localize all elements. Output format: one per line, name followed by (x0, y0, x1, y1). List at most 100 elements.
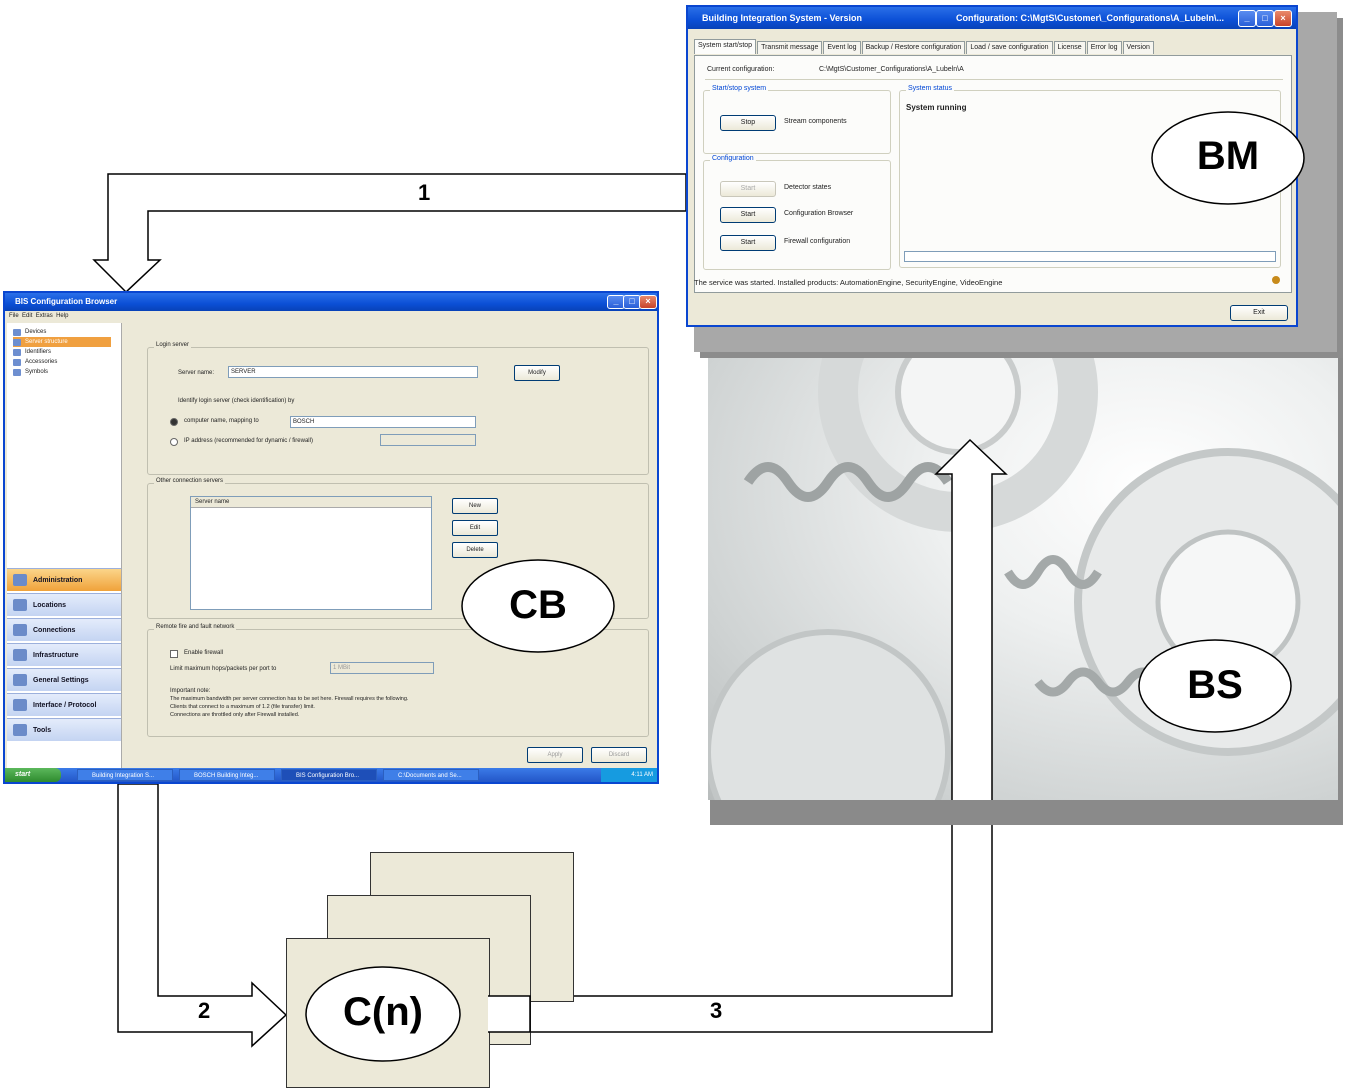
bs-cube-bottom (710, 800, 1343, 825)
nav-infrastructure[interactable]: Infrastructure (7, 643, 121, 666)
important-note-heading: Important note: (170, 688, 211, 694)
cb-left-panel: Devices Server structure Identifiers Acc… (7, 323, 122, 768)
discard-button[interactable]: Discard (591, 747, 647, 763)
exit-button[interactable]: Exit (1230, 305, 1288, 321)
start-detector-button[interactable]: Start (720, 181, 776, 197)
bm-title-right: Configuration: C:\MgtS\Customer\_Configu… (956, 13, 1224, 23)
tab-error-log[interactable]: Error log (1086, 41, 1122, 54)
firewall-desc: Firewall configuration (784, 238, 851, 245)
computer-name-input[interactable]: BOSCH (290, 416, 476, 428)
cb-menubar: File Edit Extras Help (5, 311, 657, 321)
tree-item-server-structure[interactable]: Server structure (13, 337, 111, 347)
note-line-1: The maximum bandwidth per server connect… (170, 696, 409, 702)
menu-edit[interactable]: Edit (22, 313, 33, 319)
nav-administration[interactable]: Administration (7, 568, 121, 591)
firewall-limit-label: Limit maximum hops/packets per port to (170, 666, 277, 672)
tab-license[interactable]: License (1053, 41, 1086, 54)
nav-locations[interactable]: Locations (7, 593, 121, 616)
tab-backup-restore[interactable]: Backup / Restore configuration (861, 41, 966, 54)
group-start-stop: Start/stop system Stop Stream components (703, 85, 891, 154)
start-button[interactable]: start (5, 768, 61, 782)
nav-general-settings[interactable]: General Settings (7, 668, 121, 691)
cb-close-icon[interactable]: × (639, 295, 657, 309)
step-2-label: 2 (198, 998, 211, 1023)
nav-interface-protocol[interactable]: Interface / Protocol (7, 693, 121, 716)
enable-firewall-checkbox[interactable] (170, 650, 178, 658)
tree-item-identifiers[interactable]: Identifiers (13, 347, 51, 357)
footer-status-text: The service was started. Installed produ… (694, 278, 1003, 287)
arrow-2-cb-to-cn (117, 783, 288, 1048)
detector-desc: Detector states (784, 184, 832, 191)
menu-help[interactable]: Help (56, 313, 69, 319)
bm-tabs: System start/stop Transmit message Event… (694, 39, 1155, 55)
group-firewall: Remote fire and fault network Enable fir… (147, 624, 649, 737)
start-config-browser-button[interactable]: Start (720, 207, 776, 223)
group-other-title: Other connection servers (154, 478, 226, 484)
cb-titlebar: BIS Configuration Browser _ □ × (5, 293, 657, 311)
bm-title-left: Building Integration System - Version (702, 13, 863, 23)
server-name-input[interactable]: SERVER (228, 366, 478, 378)
cb-window: BIS Configuration Browser _ □ × File Edi… (3, 291, 659, 784)
maximize-icon[interactable]: □ (1256, 10, 1274, 27)
bs-splash-panel (708, 352, 1338, 800)
tree-item-devices[interactable]: Devices (13, 327, 46, 337)
group-configuration: Configuration Start Detector states Star… (703, 155, 891, 270)
divider (705, 79, 1283, 80)
tab-event-log[interactable]: Event log (823, 41, 861, 54)
system-tray-clock: 4:11 AM (601, 768, 657, 782)
new-button[interactable]: New (452, 498, 498, 514)
cb-label: CB (509, 583, 567, 627)
group-login-title: Login server (154, 342, 192, 348)
tree-item-accessories[interactable]: Accessories (13, 357, 57, 367)
menu-file[interactable]: File (9, 313, 19, 319)
nav-connections[interactable]: Connections (7, 618, 121, 641)
radio-ip-address[interactable] (170, 438, 178, 446)
modify-button[interactable]: Modify (514, 365, 560, 381)
server-list[interactable]: Server name (190, 496, 432, 610)
current-config-label: Current configuration: (707, 66, 775, 73)
ip-address-input[interactable] (380, 434, 476, 446)
taskbar-item-3[interactable]: BIS Configuration Bro... (281, 769, 377, 781)
stop-desc: Stream components (784, 118, 847, 125)
group-other-servers: Other connection servers Server name New… (147, 478, 649, 619)
cn-label: C(n) (343, 990, 423, 1034)
tree-item-symbols[interactable]: Symbols (13, 367, 48, 377)
bs-label: BS (1187, 663, 1243, 707)
bm-label: BM (1196, 134, 1260, 178)
tab-system-start-stop[interactable]: System start/stop (694, 39, 757, 54)
minimize-icon[interactable]: _ (1238, 10, 1256, 27)
list-header[interactable]: Server name (191, 497, 431, 508)
group-start-stop-title: Start/stop system (710, 85, 769, 92)
tab-version[interactable]: Version (1122, 41, 1154, 54)
server-name-label: Server name: (178, 370, 215, 376)
progress-bar (904, 251, 1276, 262)
edit-button[interactable]: Edit (452, 520, 498, 536)
nav-tools[interactable]: Tools (7, 718, 121, 741)
current-config-value: C:\MgtS\Customer_Configurations\A_Lubeln… (819, 66, 964, 73)
apply-button[interactable]: Apply (527, 747, 583, 763)
radio-computer-name[interactable] (170, 418, 178, 426)
menu-extras[interactable]: Extras (35, 313, 53, 319)
tab-load-save[interactable]: Load / save configuration (966, 41, 1053, 54)
enable-firewall-label: Enable firewall (184, 650, 224, 656)
firewall-limit-select[interactable]: 1 MBit (330, 662, 434, 674)
cb-main-panel: Login server Server name: SERVER Modify … (123, 323, 655, 768)
identify-text: Identify login server (check identificat… (178, 398, 295, 404)
tab-transmit-message[interactable]: Transmit message (757, 41, 823, 54)
delete-button[interactable]: Delete (452, 542, 498, 558)
cn-ellipse (305, 966, 461, 1062)
taskbar-item-2[interactable]: BOSCH Building Integ... (179, 769, 275, 781)
step-3-label: 3 (710, 998, 723, 1023)
note-line-2: Clients that connect to a maximum of 1.2… (170, 704, 315, 710)
start-firewall-button[interactable]: Start (720, 235, 776, 251)
taskbar-item-4[interactable]: C:\Documents and Se... (383, 769, 479, 781)
taskbar-item-1[interactable]: Building Integration S... (77, 769, 173, 781)
step-1-label: 1 (418, 180, 431, 205)
group-firewall-title: Remote fire and fault network (154, 624, 237, 630)
note-line-3: Connections are throttled only after Fir… (170, 712, 300, 718)
close-icon[interactable]: × (1274, 10, 1292, 27)
bm-ellipse (1151, 111, 1305, 205)
stop-button[interactable]: Stop (720, 115, 776, 131)
